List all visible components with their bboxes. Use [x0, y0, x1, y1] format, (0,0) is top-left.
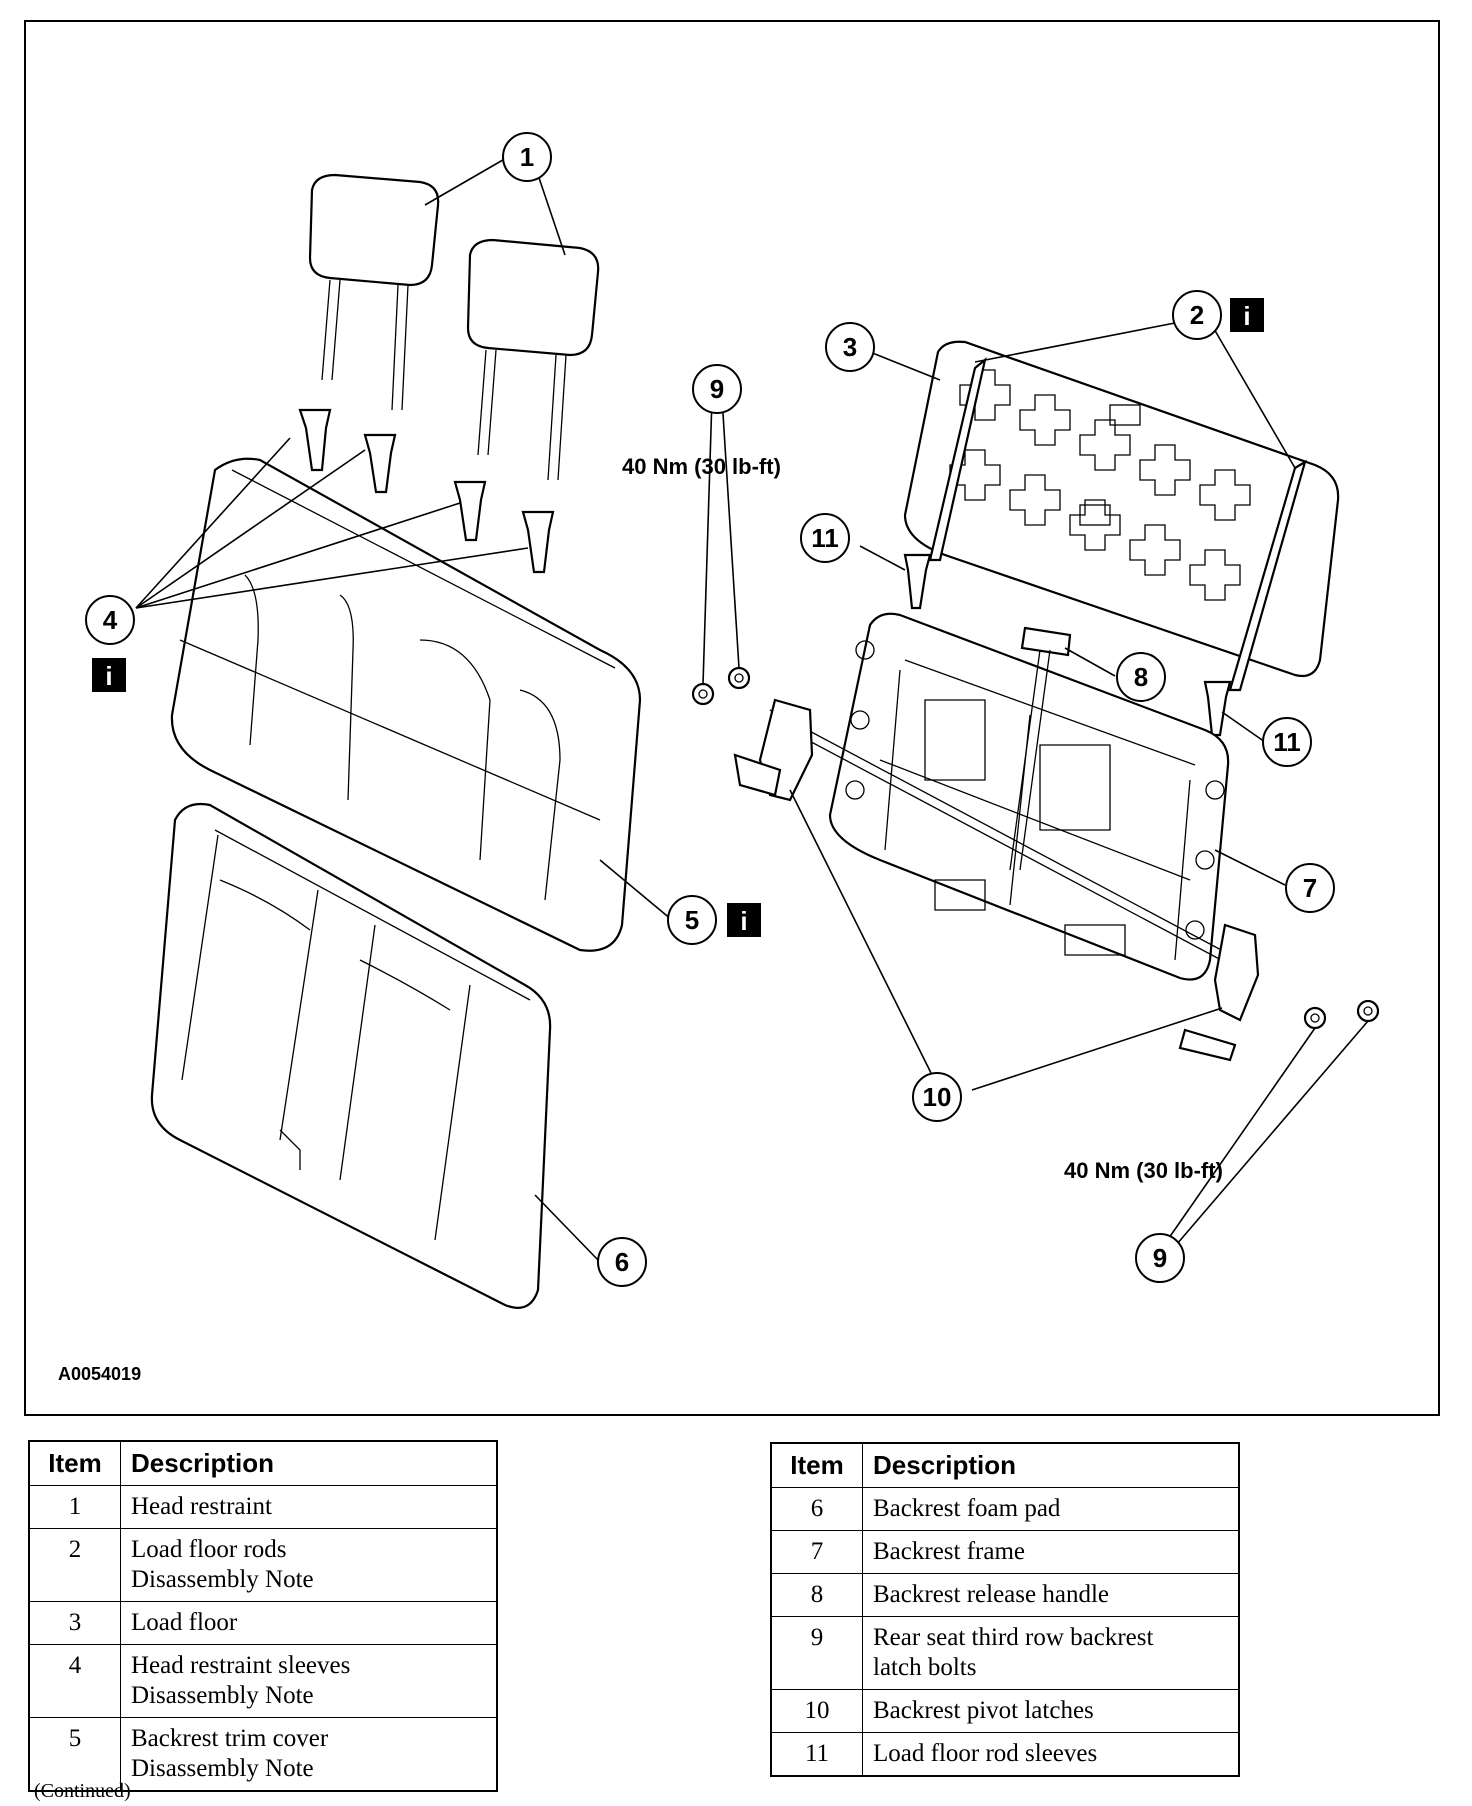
table-header-row: Item Description	[28, 1440, 498, 1486]
callout-8: 8	[1116, 652, 1166, 702]
header-description: Description	[862, 1442, 1240, 1488]
header-item: Item	[28, 1440, 121, 1486]
svg-text:3: 3	[843, 332, 857, 362]
svg-text:i: i	[740, 906, 747, 936]
figure-code: A0054019	[58, 1364, 141, 1384]
item-description: Backrest pivot latches	[862, 1689, 1240, 1733]
info-icon-item-5: i	[727, 903, 761, 937]
item-number: 4	[28, 1644, 121, 1718]
latch-bolts	[691, 666, 1380, 1030]
item-number: 3	[28, 1601, 121, 1645]
callout-1: 1	[502, 132, 552, 182]
callout-4: 4	[85, 595, 135, 645]
svg-text:4: 4	[103, 605, 118, 635]
svg-text:5: 5	[685, 905, 699, 935]
item-description: Backrest frame	[862, 1530, 1240, 1574]
continued-note: (Continued)	[34, 1780, 131, 1802]
info-icon-item-4: i	[92, 658, 126, 692]
item-description: Backrest release handle	[862, 1573, 1240, 1617]
backrest-frame	[828, 612, 1230, 981]
backrest-trim-cover	[170, 457, 642, 952]
torque-spec-top: 40 Nm (30 lb-ft)	[622, 454, 781, 479]
head-restraint-right	[466, 238, 600, 481]
item-number: 2	[28, 1528, 121, 1602]
svg-text:10: 10	[923, 1082, 952, 1112]
item-description: Backrest foam pad	[862, 1487, 1240, 1531]
callout-10: 10	[912, 1072, 962, 1122]
svg-text:11: 11	[811, 523, 839, 553]
item-number: 10	[770, 1689, 863, 1733]
svg-text:1: 1	[520, 142, 534, 172]
item-number: 11	[770, 1732, 863, 1777]
callout-11-right: 11	[1262, 717, 1312, 767]
torque-spec-bottom: 40 Nm (30 lb-ft)	[1064, 1158, 1223, 1183]
item-number: 7	[770, 1530, 863, 1574]
item-description: Load floor rod sleeves	[862, 1732, 1240, 1777]
backrest-pivot-latches	[733, 698, 1260, 1062]
item-number: 8	[770, 1573, 863, 1617]
item-description: Head restraint	[120, 1485, 498, 1529]
callout-11-left: 11	[800, 513, 850, 563]
svg-text:9: 9	[710, 374, 724, 404]
svg-text:6: 6	[615, 1247, 629, 1277]
callout-3: 3	[825, 322, 875, 372]
svg-text:9: 9	[1153, 1243, 1167, 1273]
item-number: 9	[770, 1616, 863, 1690]
load-floor	[903, 340, 1340, 678]
svg-text:11: 11	[1273, 727, 1301, 757]
callout-9-top: 9	[692, 364, 742, 414]
svg-text:i: i	[105, 661, 112, 691]
callout-7: 7	[1285, 863, 1335, 913]
callout-5: 5	[667, 895, 717, 945]
header-description: Description	[120, 1440, 498, 1486]
backrest-release-handle	[1009, 626, 1072, 871]
svg-text:2: 2	[1190, 300, 1204, 330]
callout-6: 6	[597, 1237, 647, 1287]
svg-text:7: 7	[1303, 873, 1317, 903]
callout-9-bottom: 9	[1135, 1233, 1185, 1283]
load-floor-rods	[928, 357, 1307, 692]
backrest-foam-pad	[150, 802, 552, 1309]
head-restraint-left	[308, 173, 440, 411]
svg-text:i: i	[1243, 301, 1250, 331]
info-icon-item-2: i	[1230, 298, 1264, 332]
header-item: Item	[770, 1442, 863, 1488]
item-number: 1	[28, 1485, 121, 1529]
table-header-row: Item Description	[770, 1442, 1240, 1488]
exploded-seat-diagram: 1 2 3 4 5 6 7 8 9 9 10 11 11 i i i 40 Nm…	[58, 132, 1380, 1384]
item-number: 6	[770, 1487, 863, 1531]
head-restraint-sleeves	[298, 408, 555, 574]
item-description: Load floor	[120, 1601, 498, 1645]
callout-2: 2	[1172, 290, 1222, 340]
load-floor-rod-sleeves	[903, 553, 1232, 737]
diagram-frame	[24, 20, 1440, 1416]
svg-text:8: 8	[1134, 662, 1148, 692]
